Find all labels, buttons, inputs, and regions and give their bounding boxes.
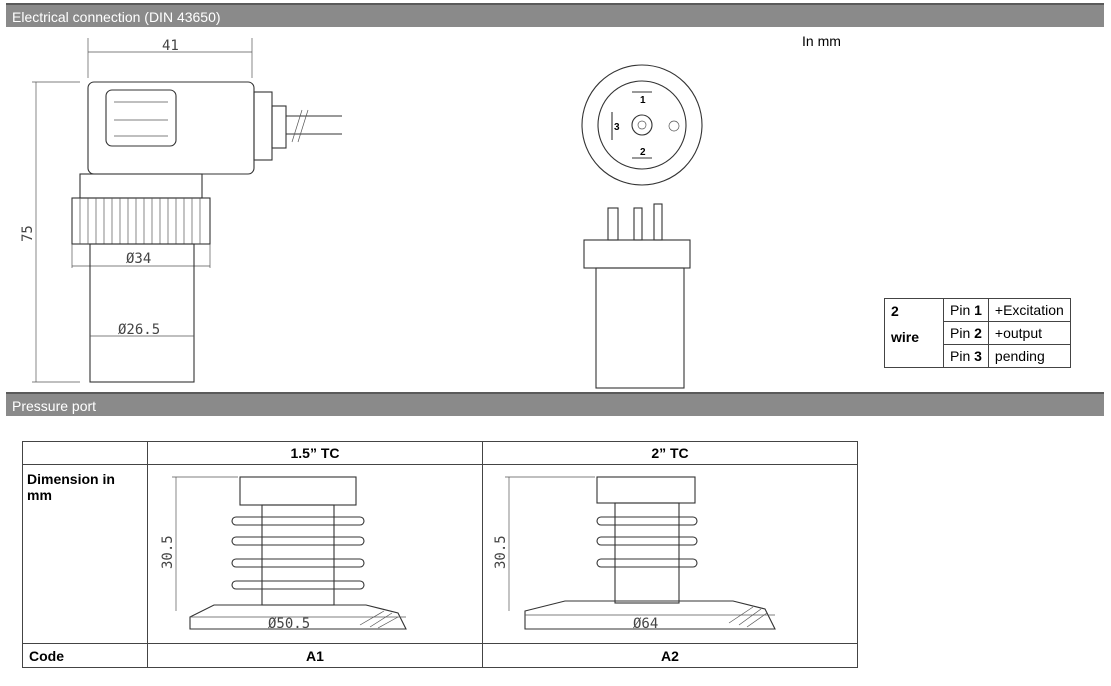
header-1-5tc: 1.5” TC: [147, 441, 483, 465]
pin-cell: Pin 1: [943, 298, 989, 322]
knurl-lines: [79, 198, 201, 244]
electrical-section-header: Electrical connection (DIN 43650): [6, 3, 1104, 27]
pin-2-label: 2: [640, 147, 646, 158]
table-row: Pin 3 pending: [885, 344, 1071, 368]
port-a1-drawing: 30.5 Ø50.5: [160, 476, 407, 632]
dimension-label: Dimension in mm: [22, 464, 148, 644]
pin-desc-cell: pending: [987, 344, 1071, 368]
port-a1-drawing-cell: 30.5 Ø50.5: [147, 464, 483, 644]
port-a2-drawing: 30.5 Ø64: [493, 476, 776, 632]
port-a2-height: 30.5: [493, 535, 509, 569]
table-row: Dimension in mm 30.5 Ø50.5: [22, 464, 858, 644]
unit-note: In mm: [802, 33, 841, 49]
dim-dia265-label: Ø26.5: [118, 322, 160, 338]
table-row: 1.5” TC 2” TC: [22, 441, 858, 465]
code-a2: A2: [482, 643, 858, 668]
wiring-table: 2 wire Pin 1 +Excitation Pin 2 +output P…: [884, 298, 1071, 368]
wire-type-word: wire: [891, 329, 920, 345]
dim-width-label: 41: [162, 38, 179, 54]
port-a1-height: 30.5: [160, 535, 176, 569]
pin-1-label: 1: [640, 95, 646, 106]
pin-3-label: 3: [614, 122, 620, 133]
pressure-port-table: 1.5” TC 2” TC Dimension in mm 30.5 Ø50.5: [22, 441, 858, 668]
connector-side-drawing: 41 75 Ø34 Ø26.5: [20, 38, 342, 383]
code-label: Code: [22, 643, 148, 668]
dim-height-label: 75: [20, 225, 36, 242]
port-a2-diameter: Ø64: [633, 616, 658, 632]
table-row: 2 wire Pin 1 +Excitation: [884, 298, 1071, 368]
wire-type-cell: 2 wire: [884, 298, 944, 368]
wire-type-number: 2: [891, 303, 899, 319]
pressure-section-header: Pressure port: [6, 392, 1104, 416]
dim-dia34-label: Ø34: [126, 251, 151, 267]
table-row: Code A1 A2: [22, 643, 858, 668]
port-a2-drawing-cell: 30.5 Ø64: [482, 464, 858, 644]
code-a1: A1: [147, 643, 483, 668]
pin-cell: Pin 2: [943, 321, 989, 345]
header-2tc: 2” TC: [482, 441, 858, 465]
corner-cell: [22, 441, 148, 465]
pin-desc-cell: +Excitation: [987, 298, 1071, 322]
pin-desc-cell: +output: [987, 321, 1071, 345]
connector-face-drawing: 1 2 3: [581, 64, 703, 389]
pin-cell: Pin 3: [943, 344, 989, 368]
port-a1-diameter: Ø50.5: [268, 616, 310, 632]
